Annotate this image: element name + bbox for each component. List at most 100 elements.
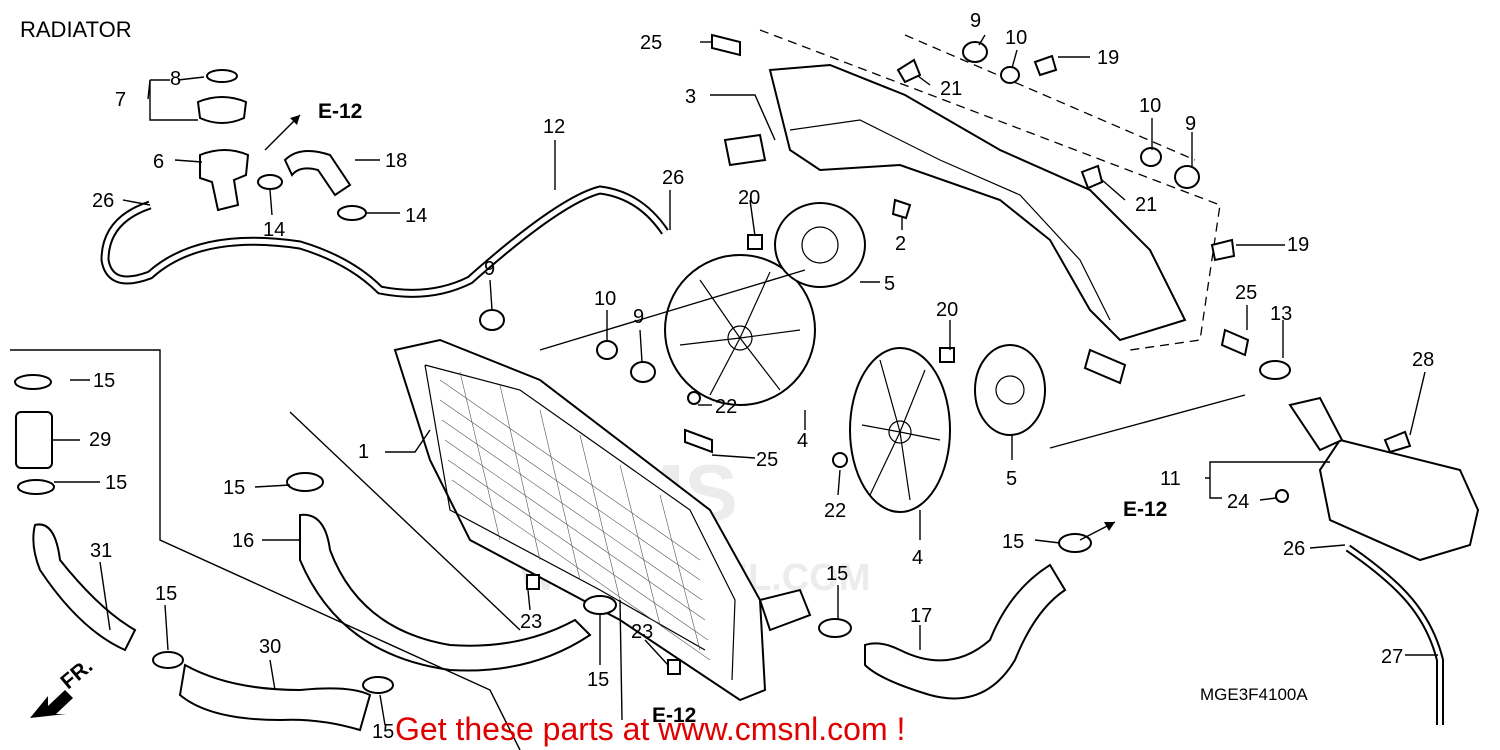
callout-29: 29 <box>89 429 111 451</box>
callout-4-b: 4 <box>912 547 923 569</box>
clip-23-a-part <box>526 574 540 590</box>
nut-22-a-part <box>687 391 701 405</box>
left-hoses-group <box>10 349 617 750</box>
callout-numbers: 1 2 3 4 4 5 5 6 7 8 9 9 9 9 10 10 10 11 … <box>89 10 1434 743</box>
callout-15-g: 15 <box>826 563 848 585</box>
grommet-9-d-part <box>1174 165 1200 189</box>
bolt-25-a-part <box>684 428 713 454</box>
callout-25-a: 25 <box>640 32 662 54</box>
callout-9-d: 9 <box>633 306 644 328</box>
radiator-cap-part <box>196 96 248 124</box>
hose-30-part <box>178 663 372 732</box>
callout-15-c: 15 <box>223 477 245 499</box>
callout-2: 2 <box>895 233 906 255</box>
callout-28: 28 <box>1412 349 1434 371</box>
clamp-14-a-part <box>257 174 283 190</box>
grommet-9-a-part <box>479 309 505 331</box>
callout-26-b: 26 <box>662 167 684 189</box>
clamp-15-b-part <box>17 479 55 495</box>
fan-motor-5-b-part <box>974 344 1046 436</box>
callout-15-d: 15 <box>155 583 177 605</box>
bolt-20-a-part <box>747 234 763 250</box>
tank-neck-part <box>1288 396 1344 452</box>
hose-16-part <box>299 513 592 672</box>
callout-22-a: 22 <box>715 396 737 418</box>
callout-21-a: 21 <box>940 78 962 100</box>
callout-26-c: 26 <box>1283 538 1305 560</box>
callout-3: 3 <box>685 86 696 108</box>
callout-5-a: 5 <box>884 273 895 295</box>
grommet-9-b-part <box>630 361 656 383</box>
collar-24-part <box>1275 489 1289 503</box>
nut-21-a-part <box>896 58 922 84</box>
filler-neck-part <box>199 149 250 212</box>
callout-9-b: 9 <box>1185 113 1196 135</box>
radiator-grid <box>439 371 711 661</box>
clip-2-part <box>891 198 912 220</box>
callout-15-e: 15 <box>587 669 609 691</box>
shroud-connector-part <box>723 133 767 167</box>
collar-10-a-part <box>596 340 618 360</box>
radiator-cap-group <box>100 69 669 298</box>
e12-ref-label-b: E-12 <box>1123 498 1167 521</box>
nut-21-b-part <box>1080 164 1104 190</box>
callout-24: 24 <box>1227 491 1249 513</box>
callout-19-a: 19 <box>1097 47 1119 69</box>
callout-20-b: 20 <box>936 299 958 321</box>
callout-9-a: 9 <box>970 10 981 32</box>
callout-25-c: 25 <box>1235 282 1257 304</box>
callout-15-h: 15 <box>1002 531 1024 553</box>
radiator-core <box>393 309 767 702</box>
tank-cap-13-part <box>1259 360 1291 380</box>
callout-12: 12 <box>543 116 565 138</box>
callout-6: 6 <box>153 151 164 173</box>
fan-motor-5-a-part <box>774 202 866 288</box>
callout-18: 18 <box>385 150 407 172</box>
callout-8: 8 <box>170 68 181 90</box>
callout-17: 17 <box>910 605 932 627</box>
callout-20-a: 20 <box>738 187 760 209</box>
outlet-pipe-part <box>758 588 812 632</box>
bolt-19-b-part <box>1210 238 1236 262</box>
bolt-20-b-part <box>939 347 955 363</box>
cap-seal-part <box>206 69 238 83</box>
callout-15-b: 15 <box>105 472 127 494</box>
collar-10-b-part <box>1000 66 1020 84</box>
callout-9-c: 9 <box>484 258 495 280</box>
reserve-tank-group <box>1259 360 1480 725</box>
callout-1: 1 <box>358 441 369 463</box>
fan-assembly-2 <box>832 344 1127 513</box>
callout-31: 31 <box>90 540 112 562</box>
hose-17-part <box>864 563 1067 700</box>
shroud-group <box>711 29 1250 357</box>
callout-26-a: 26 <box>92 190 114 212</box>
collar-10-c-part <box>1140 147 1162 167</box>
callout-30: 30 <box>259 636 281 658</box>
promo-link[interactable]: Get these parts at www.cmsnl.com ! <box>395 711 905 747</box>
page-title: RADIATOR <box>20 17 132 42</box>
fan-connector-part <box>1083 348 1127 385</box>
callout-14-b: 14 <box>405 205 427 227</box>
callout-22-b: 22 <box>824 500 846 522</box>
clamp-14-b-part <box>337 205 367 221</box>
callout-15-f: 15 <box>372 721 394 743</box>
bolt-19-a-part <box>1033 54 1058 77</box>
fan-blade-4-a-part <box>664 254 816 406</box>
clip-23-b-part <box>667 659 681 675</box>
e12-arrows <box>264 114 1116 541</box>
callout-10-c: 10 <box>594 288 616 310</box>
callout-10-a: 10 <box>1005 27 1027 49</box>
hose-18-part <box>283 150 352 197</box>
callout-10-b: 10 <box>1139 95 1161 117</box>
callout-14-a: 14 <box>263 219 285 241</box>
callout-15-a: 15 <box>93 370 115 392</box>
fan-assembly-1 <box>664 198 912 406</box>
grommet-9-c-part <box>962 41 988 63</box>
callout-7: 7 <box>115 89 126 111</box>
shroud-3-part <box>768 63 1187 342</box>
callout-21-b: 21 <box>1135 194 1157 216</box>
e12-ref-label-a: E-12 <box>318 100 362 123</box>
bolt-25-b-part <box>711 33 741 57</box>
clamp-15-a-part <box>14 374 52 390</box>
lower-hose-group <box>758 533 1092 700</box>
